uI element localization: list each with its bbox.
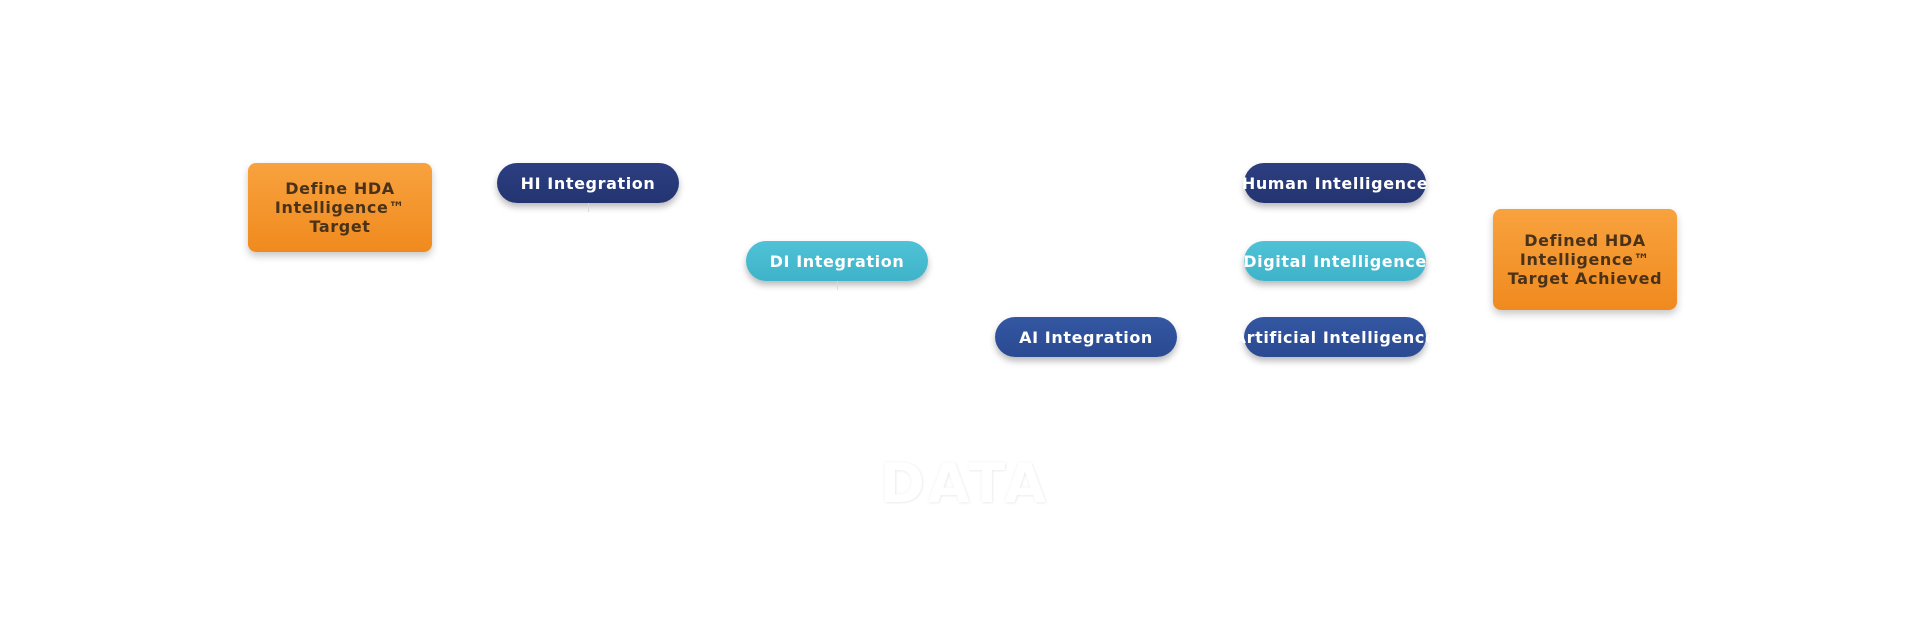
artificial-intelligence-label: Artificial Intelligence [1233, 327, 1437, 347]
target-achieved-box: Defined HDA Intelligence™ Target Achieve… [1493, 209, 1677, 310]
ai-integration-pill: AI Integration [995, 317, 1177, 357]
human-intelligence-pill: Human Intelligence [1241, 163, 1429, 203]
artificial-intelligence-pill: Artificial Intelligence [1234, 317, 1436, 357]
di-connector [837, 281, 838, 290]
data-watermark: DATA [880, 452, 1049, 515]
define-target-box: Define HDA Intelligence™ Target [248, 163, 432, 252]
di-integration-label: DI Integration [769, 251, 905, 271]
hi-integration-label: HI Integration [520, 173, 656, 193]
digital-intelligence-label: Digital Intelligence [1243, 251, 1427, 271]
target-achieved-label: Defined HDA Intelligence™ Target Achieve… [1507, 231, 1663, 288]
digital-intelligence-pill: Digital Intelligence [1243, 241, 1427, 281]
ai-integration-label: AI Integration [1019, 327, 1153, 347]
human-intelligence-label: Human Intelligence [1241, 173, 1429, 193]
define-target-label: Define HDA Intelligence™ Target [274, 179, 406, 236]
hi-integration-pill: HI Integration [497, 163, 679, 203]
di-integration-pill: DI Integration [746, 241, 928, 281]
hi-connector [588, 203, 589, 212]
